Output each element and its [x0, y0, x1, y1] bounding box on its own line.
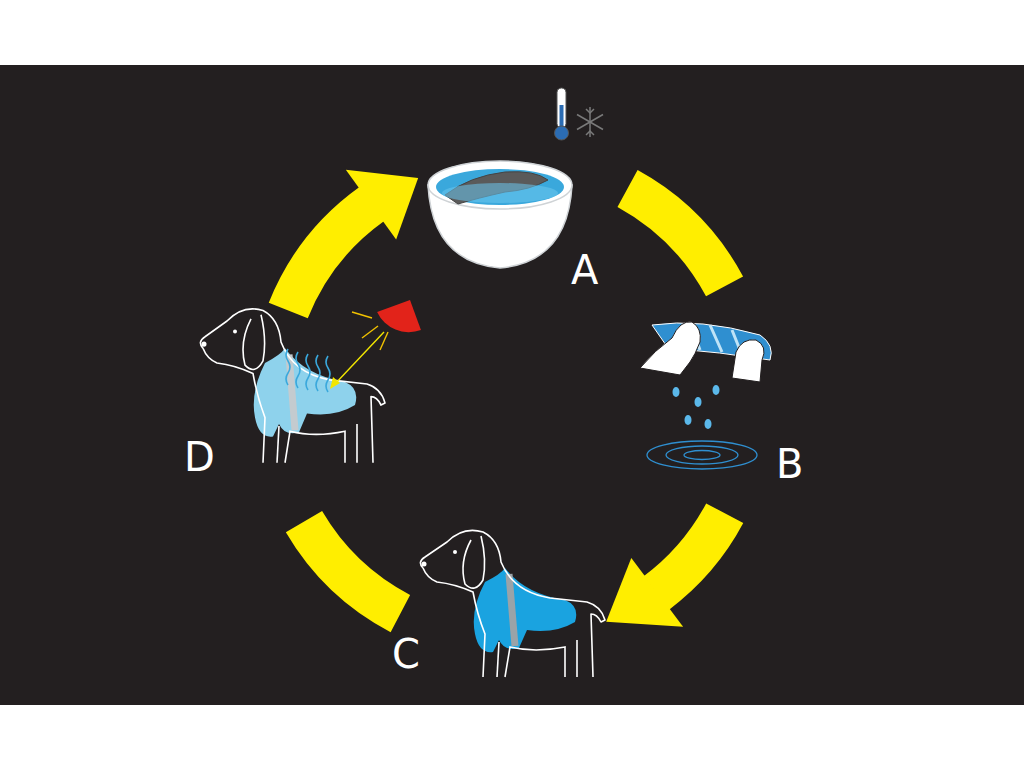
cycle-arrow-head: [346, 170, 418, 240]
dog-drying-vest: [200, 309, 385, 463]
step-letter: C: [392, 634, 420, 674]
step-letter: B: [776, 444, 803, 484]
sun-symbol: [330, 300, 421, 389]
cycle-arrow-band: [286, 511, 410, 632]
cycle-arrow-band: [269, 187, 384, 318]
cycle-arrow-band: [644, 503, 744, 610]
step-letter: D: [184, 437, 215, 477]
cycle-arrow-head: [606, 558, 683, 627]
dog-wet-vest: [420, 530, 605, 677]
step-letter: A: [571, 250, 598, 290]
bowl-illustration: [428, 88, 603, 268]
cycle-arrows: [269, 170, 744, 633]
evaporation-lines: [286, 349, 330, 392]
dark-panel: [0, 65, 1024, 705]
cycle-arrow-band: [617, 170, 743, 296]
wringing-illustration: [640, 322, 771, 469]
